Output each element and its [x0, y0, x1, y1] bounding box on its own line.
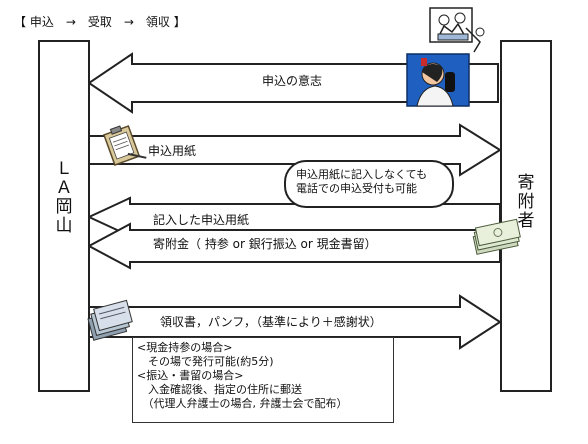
arrow-donation-label: 寄附金（ 持参 or 銀行振込 or 現金書留）: [153, 237, 377, 251]
note-line-2: その場で発行可能(約5分): [137, 355, 274, 369]
note-line-3: <振込・書留の場合>: [137, 369, 244, 383]
receipt-note-box: <現金持参の場合> その場で発行可能(約5分) <振込・書留の場合> 入金確認後…: [132, 337, 394, 423]
donor-char-2: 附: [517, 192, 535, 213]
la-okayama-label: Ｌ Ａ 岡 山: [40, 159, 88, 237]
bubble-line-1: 申込用紙に記入しなくても: [296, 168, 428, 181]
bubble-line-2: 電話での申込受付も可能: [296, 182, 417, 196]
donor-char-1: 寄: [517, 173, 535, 193]
la-okayama-box: Ｌ Ａ 岡 山: [38, 40, 90, 392]
donor-label: 寄 附 者: [502, 173, 550, 232]
arrow-form-label: 申込用紙: [148, 144, 197, 158]
arrow-filled-form-label: 記入した申込用紙: [153, 213, 250, 227]
phone-application-bubble: 申込用紙に記入しなくても 電話での申込受付も可能: [284, 160, 454, 208]
note-line-1: <現金持参の場合>: [137, 341, 233, 354]
la-okayama-char-1: Ｌ: [55, 159, 73, 179]
arrow-intent-label: 申込の意志: [262, 74, 323, 88]
donor-char-3: 者: [517, 211, 535, 232]
donor-box: 寄 附 者: [500, 40, 552, 392]
la-okayama-char-3: 岡: [55, 197, 73, 218]
arrow-donation: [86, 222, 501, 270]
la-okayama-char-4: 山: [55, 216, 73, 237]
note-line-5: （代理人弁護士の場合, 弁護士会で配布）: [137, 397, 348, 411]
la-okayama-char-2: Ａ: [55, 178, 73, 199]
arrow-receipt-label: 領収書，パンフ，（基準により＋感謝状）: [160, 315, 382, 329]
process-steps-header: 【 申込 → 受取 → 領収 】: [14, 15, 186, 29]
note-line-4: 入金確認後、指定の住所に郵送: [137, 383, 302, 397]
